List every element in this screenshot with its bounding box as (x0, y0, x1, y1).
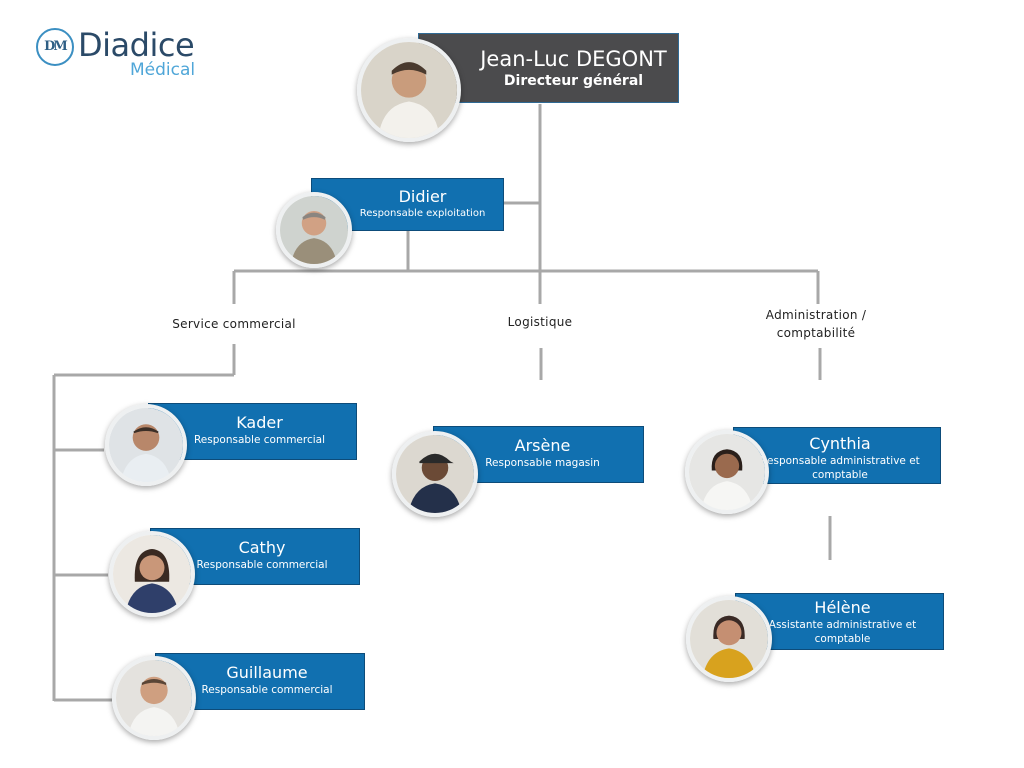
dept-commercial-label: Service commercial (172, 317, 296, 331)
dept-admin-label: Administration / comptabilité (750, 306, 882, 342)
person-photo-icon (686, 596, 772, 682)
ceo-name: Jean-Luc DEGONT (480, 47, 667, 71)
arsene-name: Arsène (514, 436, 571, 455)
person-photo-icon (112, 656, 196, 740)
person-photo-icon (105, 404, 187, 486)
logo-brand: Diadice (78, 26, 195, 64)
cynthia-name: Cynthia (809, 434, 871, 453)
logo-subtitle: Médical (130, 60, 196, 80)
cynthia-role-line2: comptable (812, 469, 868, 481)
kader-name: Kader (236, 413, 283, 432)
company-logo: DM Diadice Médical (36, 26, 206, 86)
helene-role-line2: comptable (814, 633, 871, 645)
cathy-name: Cathy (238, 538, 286, 557)
person-photo-icon (357, 38, 461, 142)
ceo-box: Jean-Luc DEGONT Directeur général (418, 33, 679, 103)
person-photo-icon (109, 531, 195, 617)
person-photo-icon (276, 192, 352, 268)
ceo-role: Directeur général (503, 73, 644, 89)
person-photo-icon (685, 430, 769, 514)
dept-admin-line2: comptabilité (776, 326, 856, 340)
person-photo-icon (392, 431, 478, 517)
cynthia-role-line1: Responsable administrative et (760, 455, 920, 467)
kader-role: Responsable commercial (193, 434, 326, 446)
guillaume-role: Responsable commercial (201, 684, 333, 696)
ops-role: Responsable exploitation (359, 208, 486, 219)
dept-logistics-label: Logistique (507, 315, 573, 329)
dept-admin-line1: Administration / (765, 308, 867, 322)
dm-monogram-icon: DM (36, 28, 74, 66)
guillaume-name: Guillaume (226, 663, 308, 682)
cathy-role: Responsable commercial (196, 559, 328, 571)
helene-name: Hélène (814, 598, 871, 617)
ops-name: Didier (398, 187, 447, 206)
arsene-role: Responsable magasin (485, 457, 600, 469)
helene-role-line1: Assistante administrative et (768, 619, 917, 631)
